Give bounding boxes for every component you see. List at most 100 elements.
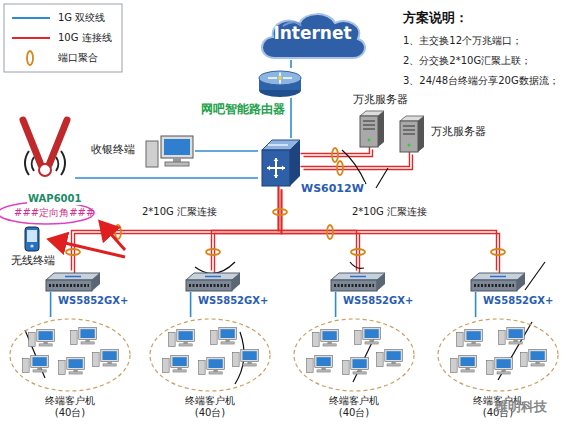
drawing-rect [509, 342, 522, 344]
drawing-path [92, 273, 100, 291]
connector-line [335, 292, 337, 317]
drawing-rect [208, 359, 222, 368]
drawing-path [267, 158, 285, 178]
drawing-rect [199, 360, 206, 374]
drawing-rect [179, 344, 192, 346]
drawing-rect [163, 358, 170, 372]
drawing-rect [247, 362, 251, 364]
notes-item: 1、主交换12个万兆端口； [403, 35, 522, 47]
drawing-circle [39, 164, 51, 176]
connector-line [215, 190, 282, 274]
connector-line [190, 292, 192, 317]
drawing-rect [466, 331, 480, 340]
drawing-path [49, 284, 89, 287]
drawing-ellipse [66, 249, 80, 255]
drawing-rect [351, 358, 369, 370]
wireless-terminal: 无线终端 [22, 226, 42, 252]
drawing-ellipse [259, 71, 301, 85]
drawing-rect [33, 370, 46, 372]
server-node: 万兆服务器 [398, 115, 425, 153]
drawing-rect [307, 358, 314, 372]
drawing-rect [31, 356, 49, 368]
drawing-rect [387, 364, 400, 366]
drawing-rect [67, 358, 85, 370]
drawing-path [363, 121, 375, 129]
drawing-rect [457, 332, 464, 346]
drawing-rect [169, 332, 176, 346]
drawing-rect [400, 121, 418, 152]
drawing-rect [225, 340, 229, 342]
drawing-path [267, 158, 285, 178]
drawing-rect [369, 340, 373, 342]
drawing-rect [521, 352, 528, 366]
drawing-rect [535, 362, 539, 364]
drawing-g [377, 350, 403, 367]
drawing-rect [102, 351, 116, 360]
drawing-path [474, 284, 514, 287]
connector-line [195, 150, 258, 152]
drawing-rect [487, 360, 494, 374]
drawing-rect [531, 364, 544, 366]
drawing-rect [315, 356, 333, 368]
drawing-g [93, 350, 119, 367]
drawing-rect [209, 372, 222, 374]
drawing-g [199, 358, 225, 375]
drawing-rect [243, 364, 256, 366]
drawing-rect [360, 116, 378, 147]
connector [335, 292, 336, 317]
server-icon [398, 115, 425, 153]
connector [190, 292, 191, 317]
connector [475, 292, 476, 317]
drawing-rect [460, 357, 474, 366]
drawing-path [268, 73, 292, 84]
drawing-circle [278, 76, 282, 80]
node-label: 收银终端 [90, 143, 136, 156]
drawing-g [71, 328, 97, 345]
node-label: WAP6001 [27, 193, 82, 205]
drawing-g [23, 356, 49, 373]
drawing-rect [29, 332, 36, 346]
notes-item: 2、分交换2*10G汇聚上联； [403, 55, 531, 67]
drawing-path [186, 273, 240, 280]
drawing-g [307, 356, 333, 373]
clients-icon [8, 317, 132, 393]
drawing-rect [357, 370, 361, 372]
drawing-g [163, 356, 189, 373]
drawing-rect [497, 372, 510, 374]
drawing-circle [368, 139, 371, 142]
drawing-circle [30, 244, 33, 247]
drawing-rect [85, 340, 89, 342]
drawing-rect [496, 359, 510, 368]
drawing-ellipse [351, 249, 365, 255]
drawing-circle [408, 144, 411, 147]
link-label: 2*10G 汇聚连接 [140, 206, 219, 218]
drawing-path [334, 284, 374, 287]
ap-icon [15, 115, 75, 180]
drawing-line [52, 240, 125, 257]
drawing-path [290, 140, 300, 186]
drawing-rect [391, 362, 395, 364]
drawing-rect [513, 340, 517, 342]
drawing-rect [471, 342, 475, 344]
drawing-rect [213, 370, 217, 372]
connector-line [279, 187, 357, 271]
drawing-rect [386, 351, 400, 360]
connector-line [72, 187, 279, 271]
drawing-rect [183, 342, 187, 344]
drawing-rect [385, 350, 403, 362]
drawing-rect [186, 280, 232, 291]
connector-line [290, 98, 292, 138]
node-label: 终端客户机 (40台) [326, 395, 382, 419]
core-switch: WS6012W [258, 138, 302, 188]
phone-icon [22, 226, 42, 252]
drawing-ellipse [438, 319, 558, 391]
drawing-rect [219, 328, 237, 340]
drawing-rect [317, 370, 330, 372]
drawing-rect [37, 368, 41, 370]
drawing-rect [46, 280, 92, 291]
drawing-rect [355, 330, 362, 344]
legend-sample-blue [12, 17, 50, 19]
node-label: WS5852GX+ [57, 295, 129, 307]
node-label: WS5852GX+ [342, 295, 414, 307]
